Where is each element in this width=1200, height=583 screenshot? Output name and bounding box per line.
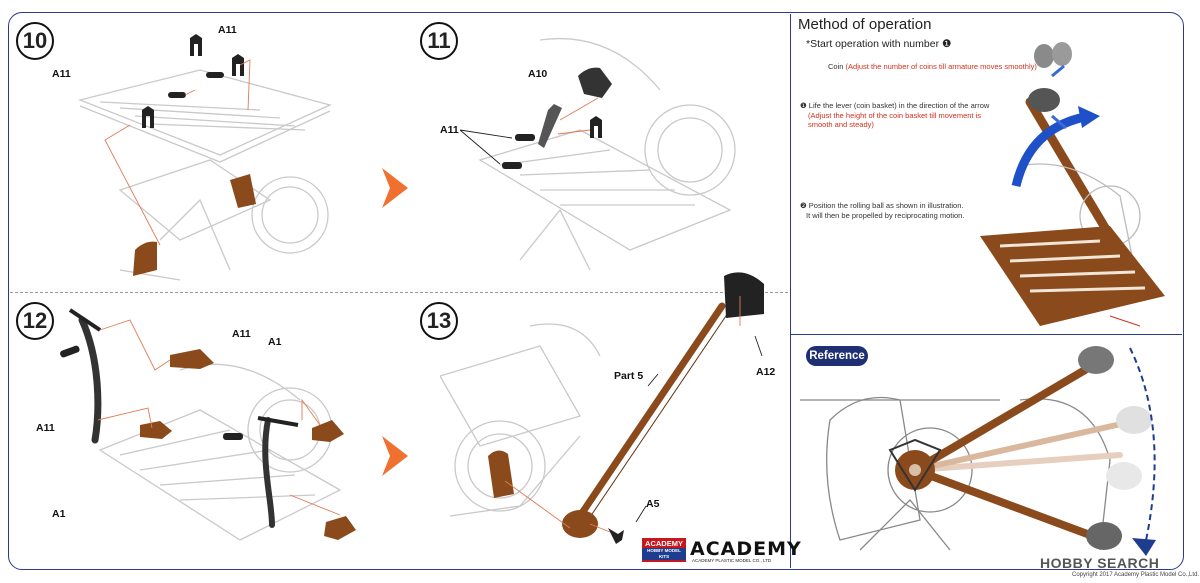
step-1-note: ❶ Life the lever (coin basket) in the di…	[800, 101, 989, 130]
reference-badge: Reference	[806, 346, 868, 366]
step-1-adjust-note-cont: smooth and steady)	[808, 120, 874, 129]
part-label-a1: A1	[52, 508, 66, 520]
part-label-a11: A11	[440, 124, 459, 136]
step-2-text: ❷ Position the rolling ball as shown in …	[800, 201, 964, 210]
step-number-11: 11	[420, 22, 458, 60]
step-number-12: 12	[16, 302, 54, 340]
watermark: HOBBY SEARCH	[1040, 555, 1160, 571]
part-label-a10: A10	[528, 68, 548, 80]
academy-wordmark-sub: ACADEMY PLASTIC MODEL CO., LTD	[692, 558, 772, 563]
part-label-a5: A5	[646, 498, 660, 510]
academy-logo-subtext: HOBBY MODEL KITS	[642, 548, 686, 560]
step-number-13: 13	[420, 302, 458, 340]
part-label-a1: A1	[268, 336, 282, 348]
method-title: Method of operation	[798, 16, 932, 33]
part-label-a11: A11	[232, 328, 251, 340]
next-step-arrow	[382, 436, 408, 476]
part-label-a11: A11	[36, 422, 55, 434]
method-reference-divider	[790, 334, 1182, 335]
step-2-text-cont: It will then be propelled by reciprocati…	[806, 210, 965, 220]
step-11-assembly-illustration	[460, 37, 736, 271]
column-divider	[790, 14, 791, 568]
part-label-a11: A11	[218, 24, 237, 36]
academy-wordmark: ACADEMY	[690, 538, 802, 560]
academy-logo-text: ACADEMY	[645, 539, 683, 548]
coin-note: Coin (Adjust the number of coins till ar…	[828, 62, 1037, 72]
method-of-operation-illustration	[980, 42, 1165, 327]
part-label-a11: A11	[52, 68, 71, 80]
coin-label: Coin	[828, 62, 844, 71]
row-divider	[10, 292, 788, 293]
next-step-arrow	[382, 168, 408, 208]
step-number-10: 10	[16, 22, 54, 60]
step-1-adjust-note: (Adjust the height of the coin basket ti…	[808, 110, 982, 120]
step-12-assembly-illustration	[60, 308, 356, 541]
step-2-note: ❷ Position the rolling ball as shown in …	[800, 201, 964, 220]
step-13-assembly-illustration	[440, 272, 764, 544]
part-label-a12: A12	[756, 366, 776, 378]
step-10-assembly-illustration	[77, 34, 332, 281]
method-subtitle: *Start operation with number ❶	[806, 38, 952, 50]
page-frame	[8, 12, 1184, 570]
coin-adjust-note: (Adjust the number of coins till armatur…	[845, 62, 1037, 71]
step-1-text: ❶ Life the lever (coin basket) in the di…	[800, 101, 990, 110]
reference-illustration	[800, 346, 1156, 556]
part-label-part-5: Part 5	[614, 370, 644, 382]
copyright: Copyright 2017 Academy Plastic Model Co.…	[1072, 572, 1200, 578]
